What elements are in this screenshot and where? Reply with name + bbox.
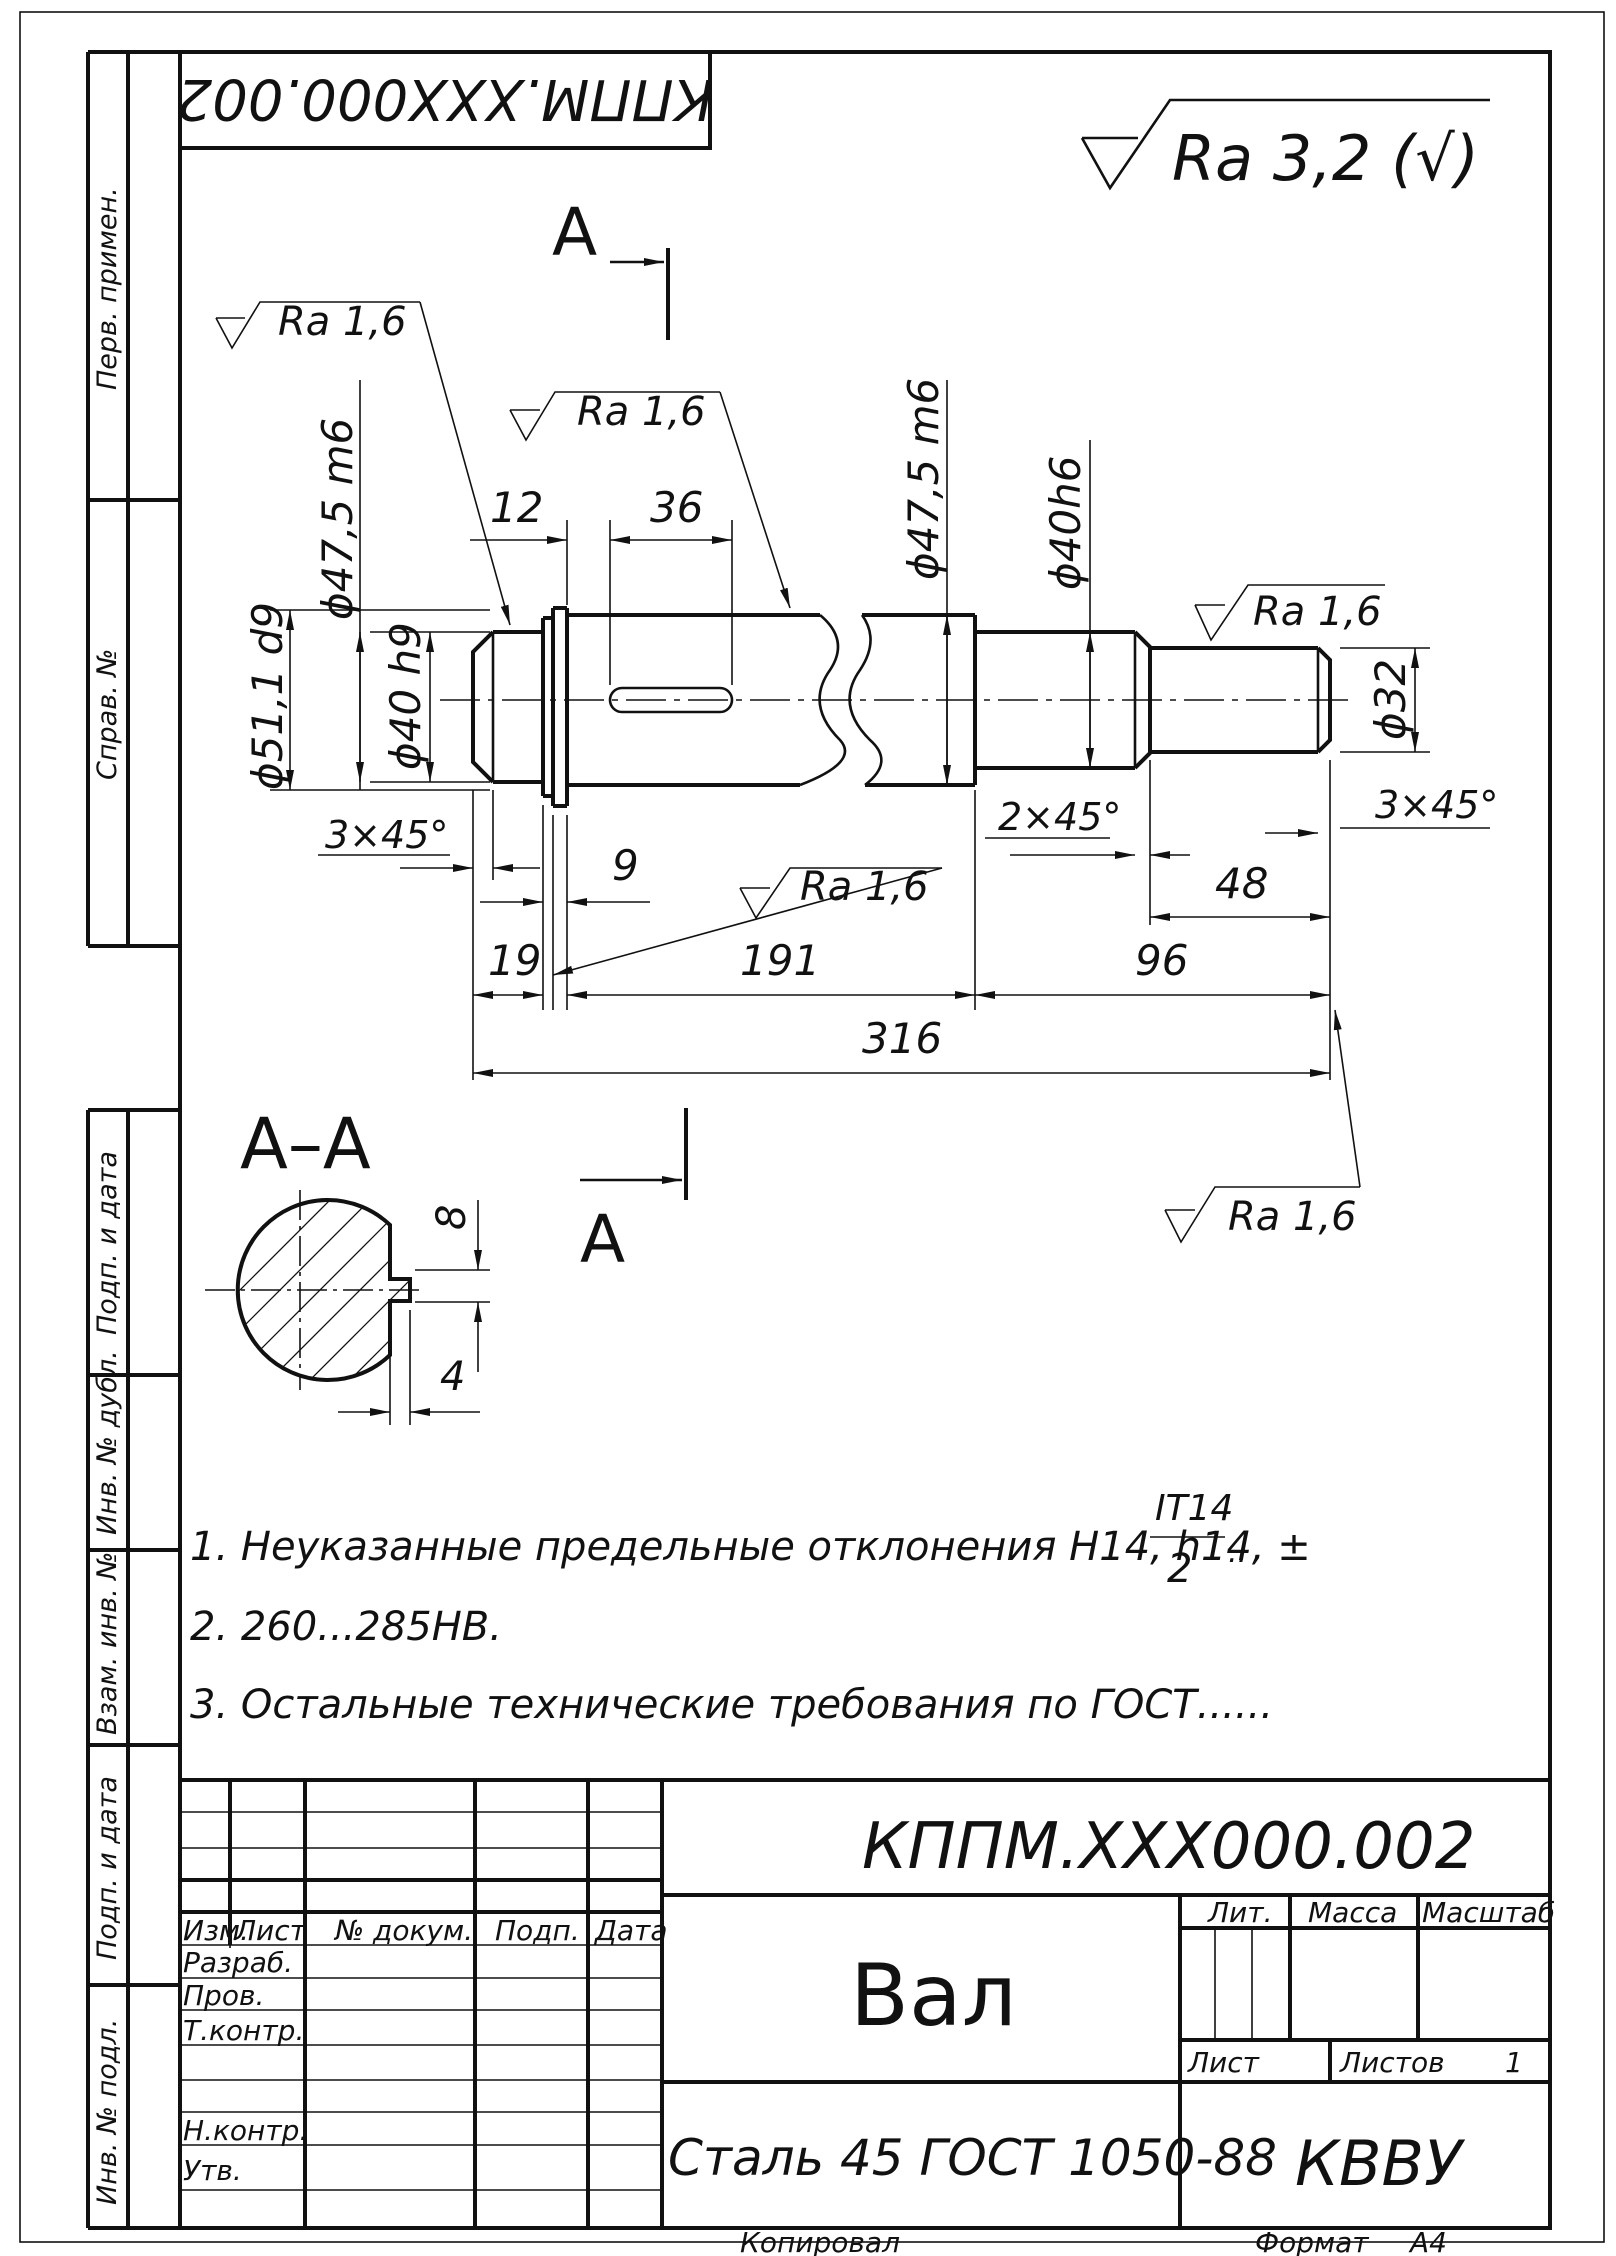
dim-d47-5-left: ϕ47,5 m6 xyxy=(313,418,362,620)
section-mark-top: А xyxy=(552,194,670,340)
cell-listov-value: 1 xyxy=(1505,2046,1523,2079)
row-razrab: Разраб. xyxy=(183,1946,293,1979)
dim-sec-4: 4 xyxy=(440,1354,465,1400)
section-title: А–А xyxy=(240,1103,371,1185)
title-block: КППМ.ХХХ000.002 Вал Сталь 45 ГОСТ 1050-8… xyxy=(180,1778,1555,2228)
dim-191: 191 xyxy=(740,936,820,985)
footer-format-value: А4 xyxy=(1408,2226,1447,2256)
rotated-doc-code-text: КППМ.ХХХ000.002 xyxy=(177,66,714,131)
title-name: Вал xyxy=(850,1946,1017,2046)
title-doc-code: КППМ.ХХХ000.002 xyxy=(862,1810,1475,1884)
col-list: Лист xyxy=(234,1914,307,1947)
note-1-tail: .. xyxy=(1228,1535,1247,1570)
col-lit: Лит. xyxy=(1207,1896,1272,1929)
strip-inv-podl: Инв. № подл. xyxy=(92,2019,123,2205)
dim-chamfer-left: 3×45° xyxy=(325,813,448,857)
footer-kopiroval: Копировал xyxy=(740,2226,900,2256)
note-1: 1. Неуказанные предельные отклонения H14… xyxy=(190,1524,1311,1570)
dim-d51-1: ϕ51,1 d9 xyxy=(243,602,292,790)
title-org: КВВУ xyxy=(1295,2127,1466,2200)
note-1-denominator: 2 xyxy=(1167,1546,1192,1592)
row-prov: Пров. xyxy=(183,1979,264,2012)
row-nkontr: Н.контр. xyxy=(183,2114,308,2147)
row-utv: Утв. xyxy=(183,2154,242,2187)
title-material: Сталь 45 ГОСТ 1050-88 xyxy=(668,2129,1277,2187)
dim-sec-8: 8 xyxy=(429,1205,475,1230)
footer-format: Формат xyxy=(1255,2226,1369,2256)
technical-notes: 1. Неуказанные предельные отклонения H14… xyxy=(190,1488,1311,1728)
col-podp: Подп. xyxy=(495,1914,580,1947)
roughness-r1: Ra 1,6 xyxy=(278,299,407,345)
section-mark-bottom: А xyxy=(580,1108,688,1278)
cell-list: Лист xyxy=(1187,2046,1260,2079)
footer: Копировал Формат А4 xyxy=(740,2226,1447,2256)
section-aa: А–А 8 4 xyxy=(205,1103,490,1425)
note-1-numerator: IT14 xyxy=(1155,1488,1233,1529)
dim-316: 316 xyxy=(862,1014,942,1063)
dim-d40-h9: ϕ40 h9 xyxy=(381,622,430,770)
strip-podp-data-1: Подп. и дата xyxy=(92,1151,123,1335)
dim-48: 48 xyxy=(1215,859,1268,908)
roughness-r2: Ra 1,6 xyxy=(577,389,706,435)
dim-19: 19 xyxy=(488,936,541,985)
dim-12: 12 xyxy=(490,483,543,532)
rotated-doc-code: КППМ.ХХХ000.002 xyxy=(177,50,714,150)
col-masshtab: Масштаб xyxy=(1422,1896,1555,1929)
strip-vzam-inv: Взам. инв. № xyxy=(92,1552,123,1735)
col-izm: Изм. xyxy=(183,1914,249,1947)
col-massa: Масса xyxy=(1308,1896,1397,1929)
section-letter-bottom: А xyxy=(580,1201,625,1278)
dim-d40h6: ϕ40h6 xyxy=(1041,456,1090,591)
extension-lines xyxy=(270,520,1490,1080)
dim-chamfer-right: 3×45° xyxy=(1375,783,1498,827)
roughness-r4: Ra 1,6 xyxy=(800,864,929,910)
general-roughness-text: Ra 3,2 (√) xyxy=(1172,122,1479,195)
strip-podp-data-2: Подп. и дата xyxy=(92,1776,123,1960)
roughness-r3: Ra 1,6 xyxy=(1253,589,1382,635)
col-data: Дата xyxy=(593,1914,668,1947)
roughness-symbols: Ra 1,6 Ra 1,6 Ra 1,6 Ra 1,6 Ra 1,6 xyxy=(215,299,1385,1244)
diameter-dims: ϕ51,1 d9 ϕ47,5 m6 ϕ40 h9 ϕ47,5 m6 ϕ40h6 … xyxy=(243,378,1419,790)
frame-strip-labels: Перв. примен. Справ. № Подп. и дата Инв.… xyxy=(92,187,123,2205)
note-2: 2. 260...285HB. xyxy=(190,1604,502,1650)
sheet-frame xyxy=(19,11,1605,2243)
dim-36: 36 xyxy=(650,483,703,532)
dim-d47-5-right: ϕ47,5 m6 xyxy=(899,378,948,580)
shaft-view xyxy=(440,606,1355,808)
strip-perv-primen: Перв. примен. xyxy=(92,187,123,390)
linear-dims: 12 36 3×45° 9 2×45° 3×45° 48 19 191 96 xyxy=(318,483,1498,1077)
dim-d32: ϕ32 xyxy=(1366,659,1415,740)
dim-9: 9 xyxy=(612,841,639,890)
section-letter-top: А xyxy=(552,194,597,271)
dim-96: 96 xyxy=(1135,936,1188,985)
general-roughness: Ra 3,2 (√) xyxy=(1080,98,1490,195)
strip-inv-dubl: Инв. № дубл. xyxy=(92,1350,123,1535)
strip-sprav-no: Справ. № xyxy=(92,649,123,780)
col-doc: № докум. xyxy=(333,1914,473,1947)
note-3: 3. Остальные технические требования по Г… xyxy=(190,1682,1273,1728)
cell-listov: Листов xyxy=(1339,2046,1445,2079)
dim-chamfer-mid: 2×45° xyxy=(998,795,1121,839)
row-tkontr: Т.контр. xyxy=(183,2014,304,2047)
roughness-r5: Ra 1,6 xyxy=(1228,1194,1357,1240)
